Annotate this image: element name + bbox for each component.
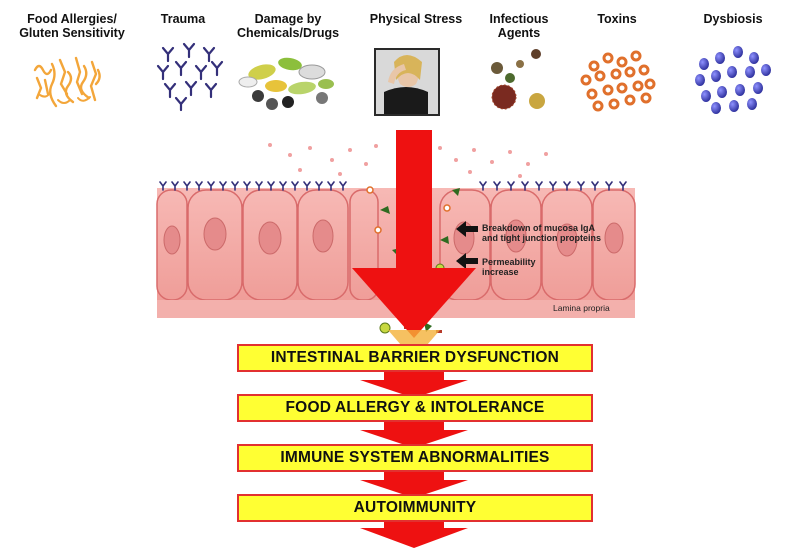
bacteria-icon bbox=[695, 46, 771, 114]
stressed-woman-icon bbox=[374, 48, 440, 116]
pills-icon bbox=[238, 57, 334, 110]
cascade-arrows bbox=[360, 370, 468, 548]
stage-intestinal-barrier-dysfunction: INTESTINAL BARRIER DYSFUNCTION bbox=[237, 344, 593, 372]
microbe-icon bbox=[491, 49, 545, 110]
cause-label-dysbiosis: Dysbiosis bbox=[703, 12, 763, 26]
stage-immune-system-abnormalities: IMMUNE SYSTEM ABNORMALITIES bbox=[237, 444, 593, 472]
antibody-icon bbox=[156, 42, 224, 112]
cause-label-food-allergies: Food Allergies/Gluten Sensitivity bbox=[19, 12, 125, 40]
toxin-particles-icon bbox=[580, 50, 656, 112]
gluten-molecule-icon bbox=[33, 56, 101, 108]
luminal-particles bbox=[268, 143, 548, 178]
main-red-arrow bbox=[352, 130, 476, 360]
cause-label-toxins: Toxins bbox=[597, 12, 637, 26]
cause-label-physical-stress: Physical Stress bbox=[369, 12, 463, 26]
annotation-lamina-propria: Lamina propria bbox=[553, 303, 610, 313]
stage-autoimmunity: AUTOIMMUNITY bbox=[237, 494, 593, 522]
cause-label-trauma: Trauma bbox=[160, 12, 206, 26]
annotation-arrow-icon bbox=[456, 221, 478, 269]
stage-food-allergy-intolerance: FOOD ALLERGY & INTOLERANCE bbox=[237, 394, 593, 422]
